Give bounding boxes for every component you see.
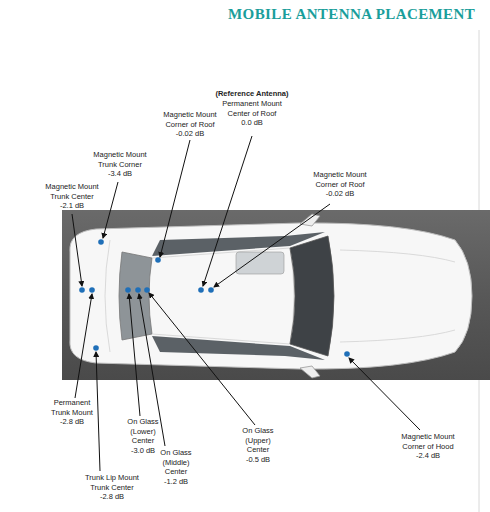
leader-line — [103, 182, 118, 238]
mirror — [300, 214, 320, 226]
leader-line — [203, 136, 252, 286]
antenna-callout: Magnetic Mount Trunk Corner -3.4 dB — [92, 150, 148, 179]
leader-lines — [72, 136, 420, 471]
trunk-line — [105, 240, 110, 352]
antenna-callout: Permanent Mount Center of Roof 0.0 dB — [222, 99, 283, 128]
sunroof — [236, 252, 284, 274]
antenna-dot — [208, 287, 214, 293]
antenna-callout: On Glass (Middle) Center -1.2 dB — [159, 448, 193, 486]
car-body — [70, 223, 472, 369]
ground-photo — [62, 210, 490, 380]
side-window — [152, 232, 325, 256]
antenna-dot — [344, 351, 350, 357]
rear-window — [119, 252, 152, 340]
antenna-dot — [198, 287, 204, 293]
antenna-callout: Permanent Trunk Mount -2.8 dB — [48, 398, 96, 427]
antenna-callout: On Glass (Lower) Center -3.0 dB — [126, 417, 160, 455]
page-title: MOBILE ANTENNA PLACEMENT — [228, 6, 475, 23]
antenna-callout: Magnetic Mount Corner of Roof -0.02 dB — [162, 110, 218, 139]
antenna-dot — [144, 287, 150, 293]
antenna-dots — [79, 239, 350, 357]
windshield — [290, 236, 334, 356]
mirror — [300, 366, 320, 378]
antenna-callout: On Glass (Upper) Center -0.5 dB — [241, 426, 275, 464]
hood-line — [340, 330, 455, 342]
leader-line — [149, 293, 255, 425]
antenna-dot — [98, 239, 104, 245]
antenna-callout: Trunk Lip Mount Trunk Center -2.8 dB — [84, 473, 140, 502]
antenna-callout: Magnetic Mount Corner of Hood -2.4 dB — [400, 432, 456, 461]
antenna-dot — [155, 257, 161, 263]
antenna-dot — [125, 287, 131, 293]
antenna-dot — [135, 287, 141, 293]
leader-line — [72, 214, 82, 286]
side-window — [152, 336, 325, 360]
hood-line — [340, 250, 455, 262]
antenna-dot — [93, 345, 99, 351]
antenna-callout: Magnetic Mount Corner of Roof -0.02 dB — [312, 170, 368, 199]
leader-line — [96, 352, 100, 471]
antenna-dot — [89, 287, 95, 293]
reference-note: (Reference Antenna) — [207, 89, 297, 99]
leader-line — [349, 358, 420, 430]
roof-line — [152, 248, 294, 344]
antenna-dot — [79, 287, 85, 293]
leader-line — [129, 294, 140, 416]
leader-line — [160, 140, 190, 257]
leader-line — [214, 204, 330, 287]
antenna-callout: Magnetic Mount Trunk Center -2.1 dB — [44, 182, 100, 211]
leader-line — [75, 294, 92, 398]
